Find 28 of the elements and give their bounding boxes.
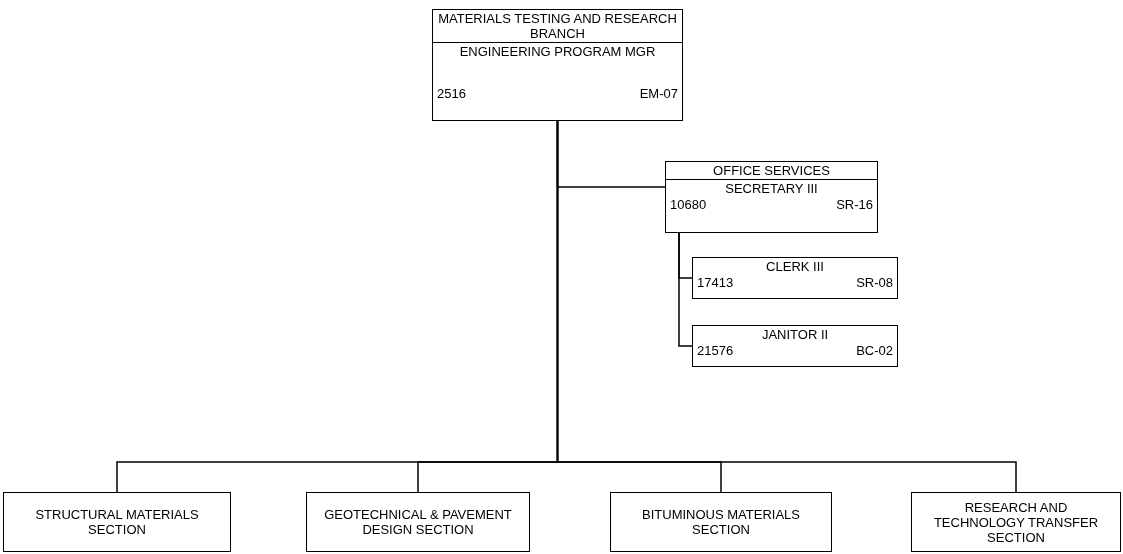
position-title: SECRETARY III	[724, 180, 819, 197]
section-title: RESEARCH AND TECHNOLOGY TRANSFER SECTION	[932, 499, 1100, 545]
position-number: 21576	[697, 343, 734, 358]
position-title: JANITOR II	[760, 326, 830, 343]
section-title: GEOTECHNICAL & PAVEMENT DESIGN SECTION	[323, 507, 513, 537]
org-box	[692, 257, 898, 299]
pay-grade: BC-02	[856, 343, 893, 358]
org-box	[692, 325, 898, 367]
org-box	[306, 492, 530, 552]
org-box	[3, 492, 231, 552]
unit-title: OFFICE SERVICES	[666, 162, 877, 180]
position-number: 2516	[437, 86, 466, 101]
pay-grade: SR-08	[856, 275, 893, 290]
position-title: ENGINEERING PROGRAM MGR	[458, 43, 657, 60]
pay-grade: EM-07	[639, 86, 678, 101]
unit-title: MATERIALS TESTING AND RESEARCH BRANCH	[433, 10, 682, 43]
org-box	[665, 161, 878, 233]
section-title: BITUMINOUS MATERIALS SECTION	[641, 507, 801, 537]
section-title: STRUCTURAL MATERIALS SECTION	[34, 507, 200, 537]
org-box	[610, 492, 832, 552]
connector-line	[678, 232, 693, 347]
position-number: 17413	[697, 275, 734, 290]
org-box	[911, 492, 1121, 552]
position-title: CLERK III	[765, 258, 825, 275]
position-number: 10680	[670, 197, 707, 212]
org-box	[432, 9, 683, 121]
pay-grade: SR-16	[836, 197, 873, 212]
connector-line	[556, 120, 1017, 493]
